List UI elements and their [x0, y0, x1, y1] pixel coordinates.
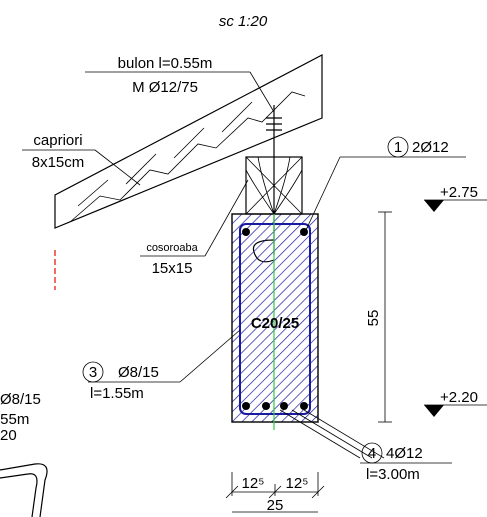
level-mark-top: [424, 199, 487, 212]
stirrup-length: l=1.55m: [90, 385, 144, 402]
partial-length: .55m: [0, 411, 29, 428]
plate-label: cosoroaba: [146, 242, 198, 254]
bolt-size: M Ø12/75: [132, 79, 198, 96]
width-right: 12⁵: [286, 475, 309, 492]
level-top: +2.75: [440, 184, 478, 201]
top-bar-number: 1: [394, 139, 402, 156]
bolt-label: bulon l=0.55m: [118, 55, 213, 72]
concrete-beam: [231, 213, 319, 430]
level-bottom: +2.20: [440, 389, 478, 406]
partial-stirrup-text: Ø8/15: [0, 391, 41, 408]
stirrup-text: Ø8/15: [118, 364, 159, 381]
stirrup-number: 3: [89, 364, 97, 381]
height-dimension: 55: [365, 310, 382, 327]
width-left: 12⁵: [242, 475, 265, 492]
rafter-size: 8x15cm: [32, 154, 85, 171]
bottom-bar-length: l=3.00m: [366, 466, 420, 483]
level-mark-bottom: [424, 404, 487, 417]
rafter-label: capriori: [33, 132, 82, 149]
concrete-class: C20/25: [251, 315, 299, 332]
bottom-bar-number: 4: [368, 445, 376, 462]
bottom-bar-text: 4Ø12: [386, 445, 423, 462]
width-total: 25: [267, 497, 284, 514]
rafter: [54, 54, 323, 229]
top-bar-text: 2Ø12: [412, 139, 449, 156]
scale-label: sc 1:20: [219, 13, 268, 30]
plate-size: 15x15: [152, 260, 193, 277]
partial-dimension: 20: [0, 427, 17, 444]
